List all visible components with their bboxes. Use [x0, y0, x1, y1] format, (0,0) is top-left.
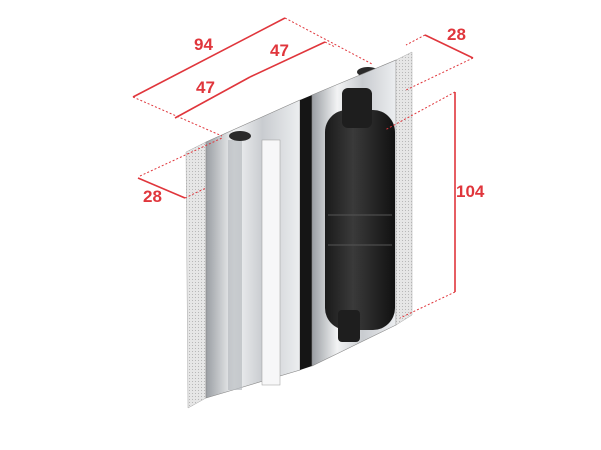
dim-line-94: [132, 17, 286, 98]
hinge-bottom-knuckle: [338, 310, 360, 342]
left-profile-groove: [228, 140, 242, 390]
dim-label-104: 104: [456, 182, 485, 201]
dim-label-28-right: 28: [447, 25, 466, 44]
right-mesh-strip: [395, 51, 413, 326]
left-mesh-strip: [185, 141, 207, 409]
dim-line-47-left: [174, 76, 251, 119]
dim-label-28-left: 28: [143, 187, 162, 206]
dim-line-28-right: [424, 34, 474, 59]
left-profile-ridge: [261, 139, 281, 386]
hinge-body: [325, 110, 395, 330]
dim-label-94: 94: [194, 35, 213, 54]
dimension-lines: [132, 17, 474, 292]
dim-line-28-left: [137, 177, 186, 199]
center-seal: [300, 95, 312, 370]
extension-lines: [132, 17, 474, 319]
dim-label-47-right: 47: [270, 41, 289, 60]
hinge-top-knuckle: [342, 88, 372, 128]
dim-label-47-left: 47: [196, 78, 215, 97]
left-screw-cap: [229, 131, 251, 141]
dim-line-47-right: [249, 41, 326, 78]
left-profile: [205, 99, 301, 399]
